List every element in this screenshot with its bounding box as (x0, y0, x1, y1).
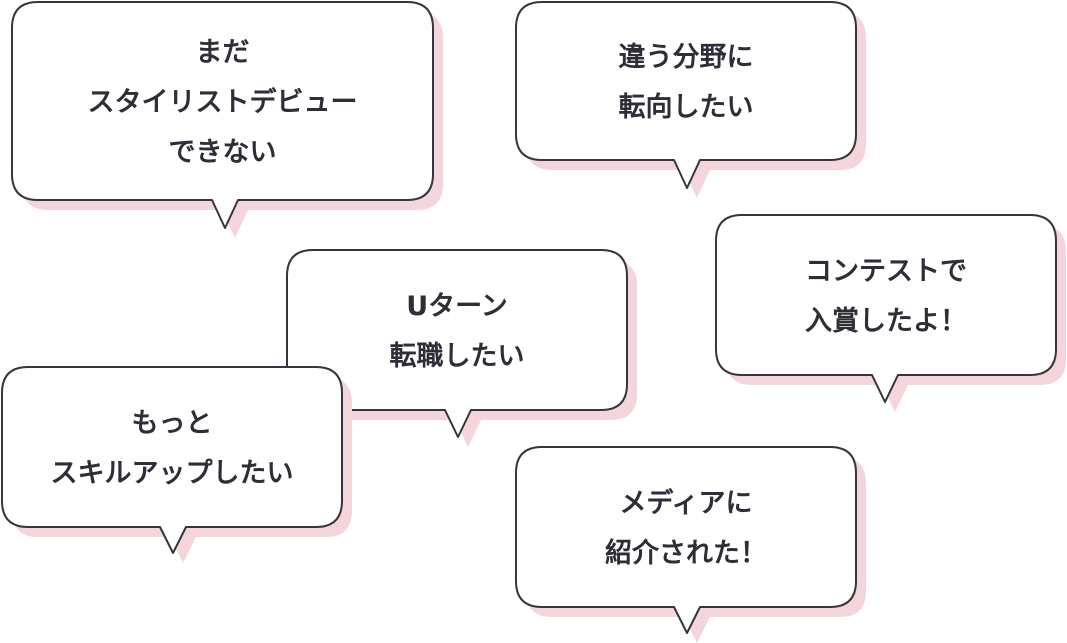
bubble-text-line: スキルアップしたい (51, 458, 294, 489)
bubble-text-line: 違う分野に (619, 42, 754, 73)
bubble-text-line: 転職したい (390, 341, 525, 372)
bubble-text-line: メディアに (619, 487, 752, 519)
bubble-outline (515, 1, 857, 189)
bubble-outline (286, 249, 628, 438)
bubble-outline (515, 446, 857, 634)
bubble-text-line: スタイリストデビュー (88, 86, 358, 118)
bubble-outline (1, 366, 343, 554)
bubble-text-line: まだ (196, 37, 250, 68)
bubble-text-line: Uターン (406, 291, 508, 322)
bubble-text-line: 入賞したよ！ (805, 305, 967, 337)
bubble-text-line: コンテストで (805, 256, 967, 287)
bubble-text-line: 転向したい (619, 91, 754, 123)
bubble-text-line: できない (169, 137, 277, 168)
bubble-outline (11, 1, 434, 229)
bubble-text-line: もっと (132, 408, 213, 439)
bubble-text-line: 紹介された！ (605, 537, 767, 569)
bubble-outline (715, 214, 1057, 403)
